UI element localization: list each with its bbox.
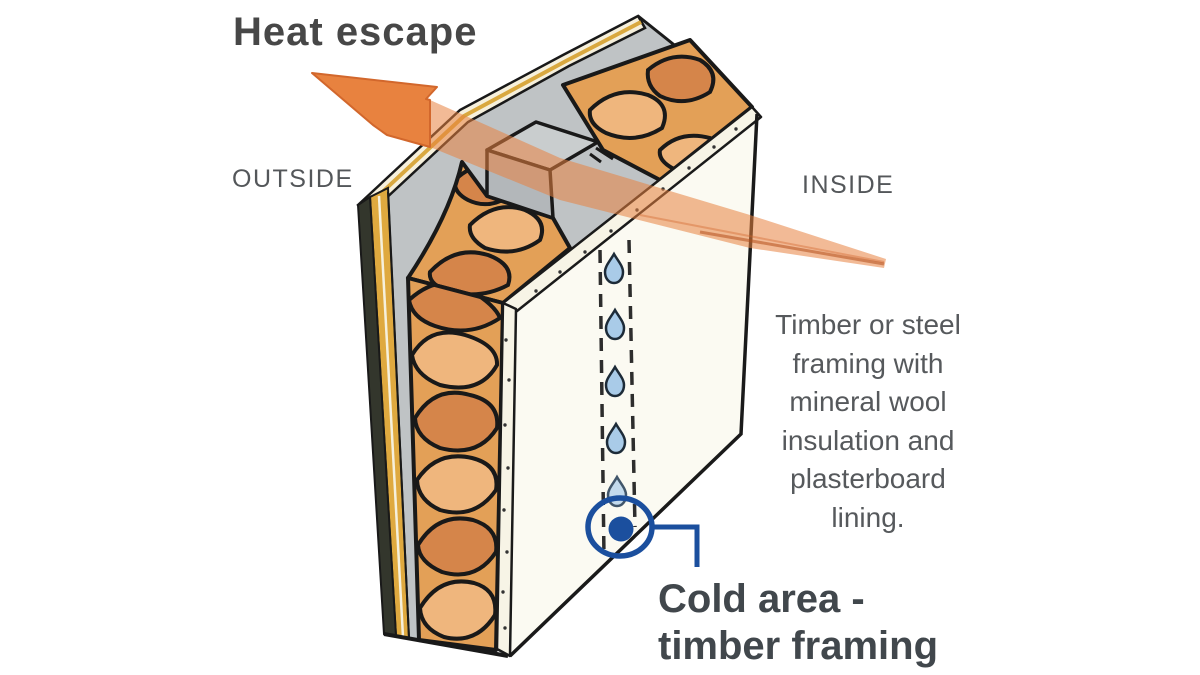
- diagram-title: Heat escape: [233, 10, 478, 54]
- outside-label: OUTSIDE: [232, 165, 354, 193]
- cold-spot-dot: [608, 516, 634, 542]
- annotation-line: lining.: [831, 501, 905, 533]
- insulation-cross-section: [406, 276, 505, 652]
- plasterboard-speckles: [501, 127, 738, 630]
- annotation-line: framing with: [792, 347, 944, 379]
- framing-annotation: Timber or steel framing with mineral woo…: [733, 306, 1003, 537]
- annotation-line: insulation and: [781, 424, 955, 456]
- wall-bottom-edge: [383, 632, 509, 658]
- callout-line: [651, 524, 700, 567]
- annotation-line: plasterboard: [790, 463, 946, 494]
- annotation-line: Timber or steel: [775, 309, 961, 340]
- cold-area-label: Cold area - timber framing: [658, 576, 938, 670]
- inside-label: INSIDE: [802, 171, 895, 199]
- annotation-line: mineral wool: [789, 386, 947, 417]
- cold-spot-marker: [585, 495, 700, 567]
- insulation-top-front: [406, 160, 572, 305]
- hidden-stud-dashed-lines: [598, 239, 637, 558]
- insulation-top-back: [561, 38, 754, 182]
- heat-arrow-icon: [311, 72, 886, 268]
- cold-area-line: Cold area -: [658, 577, 865, 621]
- cold-area-line: timber framing: [658, 624, 939, 668]
